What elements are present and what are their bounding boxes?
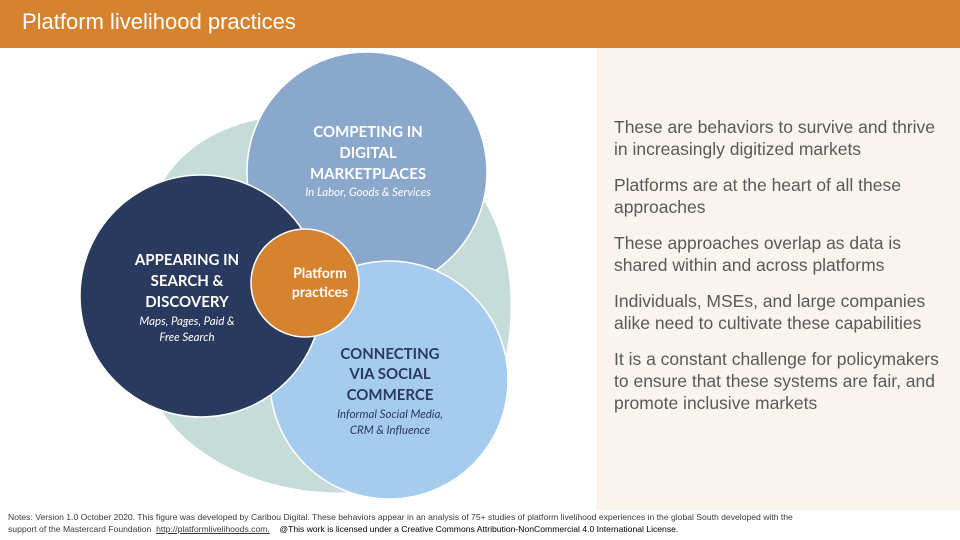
bullet-item: These approaches overlap as data is shar… — [614, 233, 901, 275]
competing-title-3: MARKETPLACES — [310, 165, 426, 183]
competing-title-2: DIGITAL — [339, 144, 397, 162]
bullet-item: Platforms are at the heart of all these … — [614, 175, 901, 217]
overlapping-circles-diagram: COMPETING IN DIGITAL MARKETPLACES In Lab… — [79, 51, 511, 500]
license-text: @This work is licensed under a Creative … — [279, 524, 679, 534]
appearing-subtitle-1: Maps, Pages, Paid & — [139, 315, 235, 328]
appearing-subtitle-2: Free Search — [159, 331, 214, 344]
competing-title-1: COMPETING IN — [313, 123, 422, 141]
appearing-title-2: SEARCH & — [151, 272, 224, 290]
circle-center — [250, 228, 360, 338]
title-bar: Platform livelihood practices — [0, 0, 960, 48]
connecting-title-3: COMMERCE — [347, 386, 434, 404]
competing-subtitle: In Labor, Goods & Services — [305, 186, 431, 199]
appearing-title-1: APPEARING IN — [134, 251, 239, 269]
footnote: Notes: Version 1.0 October 2020. This fi… — [8, 511, 908, 535]
bullet-list: These are behaviors to survive and thriv… — [614, 116, 944, 428]
footnote-link[interactable]: http://platformlivelihoods.com. — [156, 524, 270, 534]
connecting-title-2: VIA SOCIAL — [348, 365, 431, 383]
footnote-support-text: support of the Mastercard Foundation — [8, 524, 152, 534]
center-label-2: practices — [292, 283, 348, 300]
footnote-line-2: support of the Mastercard Foundation htt… — [8, 523, 908, 535]
bullet-item: These are behaviors to survive and thriv… — [614, 117, 935, 159]
footnote-line-1: Notes: Version 1.0 October 2020. This fi… — [8, 512, 793, 522]
bullet-item: It is a constant challenge for policymak… — [614, 349, 939, 413]
connecting-subtitle-2: CRM & Influence — [350, 424, 431, 437]
appearing-title-3: DISCOVERY — [145, 293, 229, 311]
connecting-subtitle-1: Informal Social Media, — [337, 408, 443, 421]
page-title: Platform livelihood practices — [22, 9, 296, 34]
connecting-title-1: CONNECTING — [340, 345, 439, 363]
bullet-item: Individuals, MSEs, and large companies a… — [614, 291, 926, 333]
center-label-1: Platform — [293, 264, 347, 281]
right-panel — [596, 48, 960, 510]
